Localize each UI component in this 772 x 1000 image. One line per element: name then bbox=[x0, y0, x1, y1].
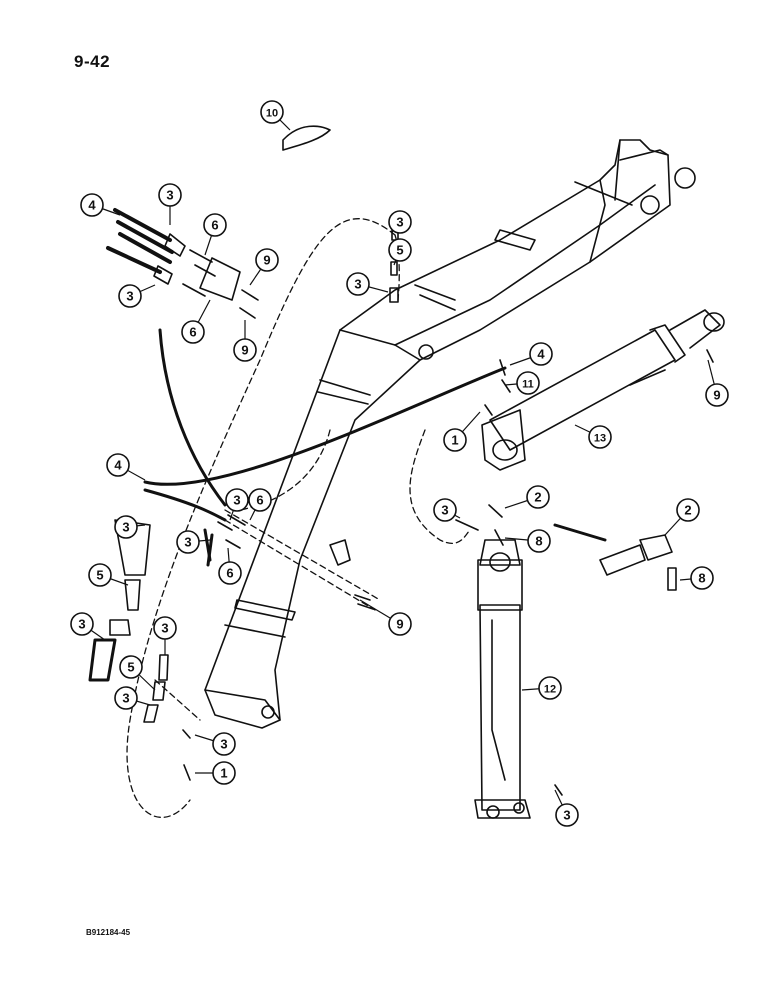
hoses bbox=[143, 328, 607, 562]
part-number-label: 5 bbox=[127, 660, 134, 675]
callout-bubble bbox=[248, 488, 272, 512]
callout-bubble bbox=[527, 529, 551, 553]
callout-bubble bbox=[153, 616, 177, 640]
callout-bubble bbox=[118, 284, 142, 308]
part-number-label: 9 bbox=[263, 253, 270, 268]
part-number-label: 1 bbox=[451, 433, 458, 448]
callout-bubble bbox=[555, 803, 579, 827]
part-number-label: 9 bbox=[396, 617, 403, 632]
part-number-label: 4 bbox=[88, 198, 96, 213]
cylinder-12 bbox=[474, 539, 531, 819]
part-number-label: 6 bbox=[211, 218, 218, 233]
part-number-label: 8 bbox=[535, 534, 542, 549]
boom bbox=[204, 139, 696, 729]
hose-bundle bbox=[106, 208, 259, 319]
callout-bubble bbox=[114, 515, 138, 539]
part-number-label: 2 bbox=[684, 503, 691, 518]
callout-bubble bbox=[119, 655, 143, 679]
callout-bubble bbox=[433, 498, 457, 522]
part-number-label: 3 bbox=[184, 535, 191, 550]
cylinder-13 bbox=[481, 309, 725, 471]
callout-bubble bbox=[255, 248, 279, 272]
part-number-label: 12 bbox=[544, 684, 556, 696]
callout-bubble bbox=[346, 272, 370, 296]
callout-bubble bbox=[225, 488, 249, 512]
callout-bubble bbox=[70, 612, 94, 636]
callout-bubble bbox=[388, 210, 412, 234]
part-number-label: 3 bbox=[161, 621, 168, 636]
callout-bubble bbox=[88, 563, 112, 587]
callout-bubble bbox=[443, 428, 467, 452]
part-number-label: 3 bbox=[233, 493, 240, 508]
part-number-label: 3 bbox=[126, 289, 133, 304]
part-number-label: 11 bbox=[522, 379, 534, 391]
callout-bubble bbox=[529, 342, 553, 366]
callout-bubble bbox=[106, 453, 130, 477]
page-number: 9-42 bbox=[74, 52, 111, 71]
dashed-routing bbox=[126, 218, 471, 819]
callout-bubble bbox=[388, 612, 412, 636]
part-number-label: 3 bbox=[166, 188, 173, 203]
callout-bubble bbox=[526, 485, 550, 509]
fittings bbox=[88, 125, 714, 796]
part-number-label: 4 bbox=[114, 458, 122, 473]
part-number-label: 2 bbox=[534, 490, 541, 505]
callout-bubble bbox=[676, 498, 700, 522]
part-number-label: 3 bbox=[354, 277, 361, 292]
part-number-label: 3 bbox=[396, 215, 403, 230]
callout-bubble bbox=[260, 100, 284, 124]
part-number-label: 6 bbox=[256, 493, 263, 508]
part-number-label: 10 bbox=[266, 108, 278, 120]
callout-bubble bbox=[516, 371, 540, 395]
callout-bubble bbox=[203, 213, 227, 237]
part-number-label: 6 bbox=[189, 325, 196, 340]
callout-bubble bbox=[538, 676, 562, 700]
callout-bubble bbox=[233, 338, 257, 362]
part-number-label: 8 bbox=[698, 571, 705, 586]
part-number-label: 5 bbox=[96, 568, 103, 583]
callout-bubble bbox=[588, 425, 612, 449]
callout-bubble bbox=[212, 761, 236, 785]
part-number-label: 3 bbox=[441, 503, 448, 518]
part-number-label: 9 bbox=[241, 343, 248, 358]
part-number-label: 3 bbox=[563, 808, 570, 823]
callout-bubble bbox=[80, 193, 104, 217]
part-number-label: 3 bbox=[220, 737, 227, 752]
part-number-label: 13 bbox=[594, 433, 606, 445]
callout-bubble bbox=[114, 686, 138, 710]
part-number-label: 3 bbox=[122, 691, 129, 706]
part-number-label: 5 bbox=[396, 243, 403, 258]
part-number-label: 3 bbox=[78, 617, 85, 632]
part-number-label: 1 bbox=[220, 766, 227, 781]
callout-bubble bbox=[181, 320, 205, 344]
callout-bubble bbox=[158, 183, 182, 207]
callout-bubble bbox=[690, 566, 714, 590]
callout-bubble bbox=[388, 238, 412, 262]
callout-bubble bbox=[212, 732, 236, 756]
callout-bubble bbox=[705, 383, 729, 407]
part-number-label: 6 bbox=[226, 566, 233, 581]
part-number-label: 9 bbox=[713, 388, 720, 403]
callout-bubble bbox=[176, 530, 200, 554]
part-number-label: 4 bbox=[537, 347, 545, 362]
figure-id: B912184-45 bbox=[86, 928, 131, 937]
part-number-label: 3 bbox=[122, 520, 129, 535]
callout-bubble bbox=[218, 561, 242, 585]
